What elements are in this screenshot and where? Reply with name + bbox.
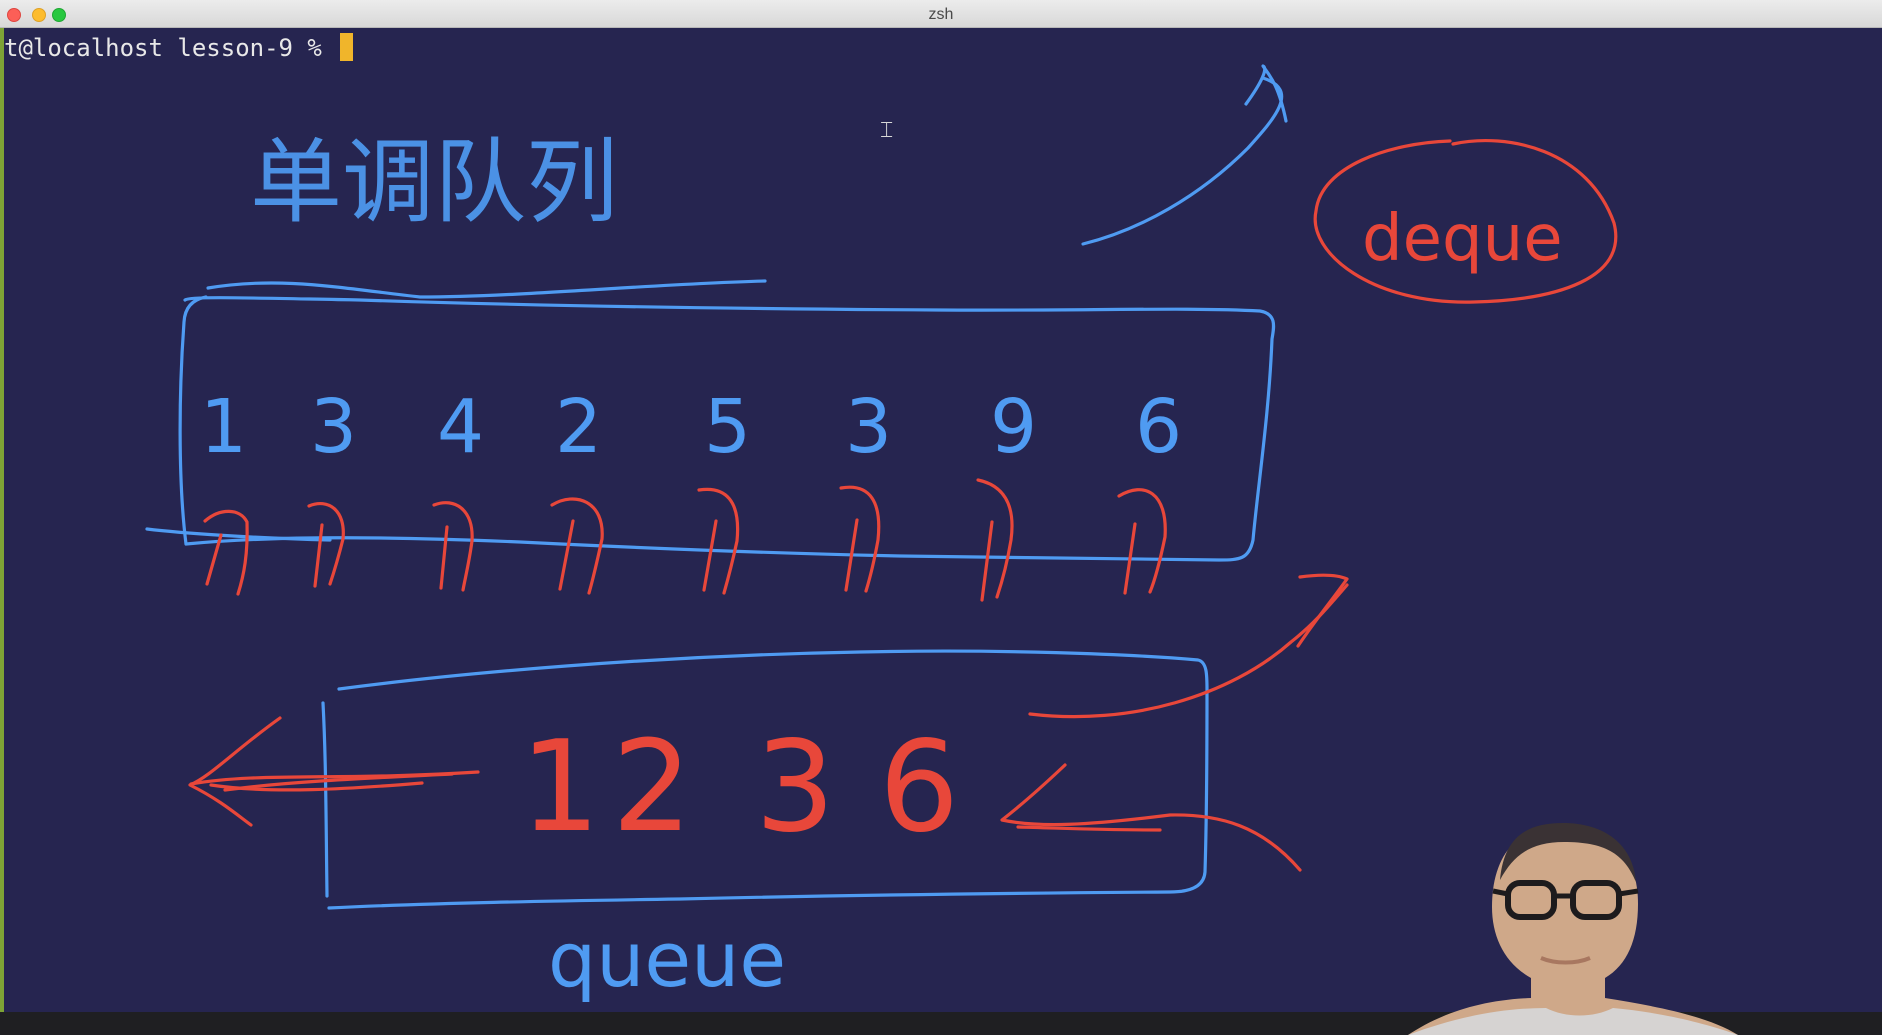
array-value-0: 1 xyxy=(200,384,247,470)
deque-annotation: deque xyxy=(1313,139,1618,304)
deque-label: deque xyxy=(1362,202,1563,276)
queue-box xyxy=(321,649,1209,910)
array-value-7: 6 xyxy=(1135,384,1182,470)
presenter-webcam xyxy=(1408,800,1738,1035)
queue-value-1: 2 xyxy=(612,713,692,860)
text-cursor-icon: ⌶ xyxy=(880,118,894,143)
deque-arrow xyxy=(1081,64,1288,246)
minimize-button[interactable] xyxy=(32,8,46,22)
array-value-3: 2 xyxy=(555,384,602,470)
queue-value-0: 1 xyxy=(520,713,600,860)
heading-text: 单调队列 xyxy=(250,129,618,236)
array-value-6: 9 xyxy=(990,384,1037,470)
video-bottom-bar xyxy=(0,1012,1882,1035)
queue-arrows xyxy=(188,573,1349,872)
queue-value-3: 6 xyxy=(879,713,959,860)
array-values: 1 3 4 2 5 3 9 6 xyxy=(200,384,1182,470)
queue-values: 1 2 3 6 xyxy=(520,713,959,860)
terminal-cursor xyxy=(340,33,354,61)
array-value-4: 5 xyxy=(704,384,751,470)
window-markers xyxy=(203,478,1167,602)
close-button[interactable] xyxy=(7,8,21,22)
window-left-edge xyxy=(0,28,4,1018)
queue-label: queue xyxy=(548,915,786,1004)
title-bar: zsh xyxy=(0,0,1882,28)
array-value-5: 3 xyxy=(845,384,892,470)
window-title: zsh xyxy=(928,6,954,23)
heading-annotation: 单调队列 xyxy=(206,129,767,299)
queue-annotation: queue xyxy=(548,915,786,1004)
array-value-2: 4 xyxy=(437,384,484,470)
queue-value-2: 3 xyxy=(755,713,835,860)
maximize-button[interactable] xyxy=(52,8,66,22)
terminal-prompt-line[interactable]: t@localhost lesson-9 % xyxy=(4,32,354,64)
presenter-portrait xyxy=(1408,823,1738,1035)
terminal-prompt: t@localhost lesson-9 % xyxy=(4,34,337,62)
array-value-1: 3 xyxy=(310,384,357,470)
